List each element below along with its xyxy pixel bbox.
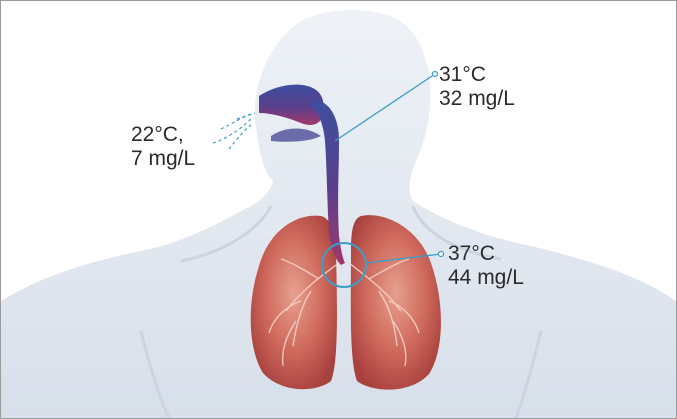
lower-airway-temperature: 37°C bbox=[448, 242, 524, 266]
inhaled-air-humidity: 7 mg/L bbox=[131, 147, 195, 171]
upper-airway-humidity: 32 mg/L bbox=[439, 87, 515, 111]
body-silhouette bbox=[1, 10, 676, 418]
lower-airway-humidity: 44 mg/L bbox=[448, 266, 524, 290]
label-inhaled-air: 22°C, 7 mg/L bbox=[131, 123, 195, 171]
label-upper-airway: 31°C 32 mg/L bbox=[439, 63, 515, 111]
inhaled-air-temperature: 22°C, bbox=[131, 123, 195, 147]
label-lower-airway: 37°C 44 mg/L bbox=[448, 242, 524, 290]
airflow-arrows-icon bbox=[213, 113, 255, 149]
upper-airway-temperature: 31°C bbox=[439, 63, 515, 87]
